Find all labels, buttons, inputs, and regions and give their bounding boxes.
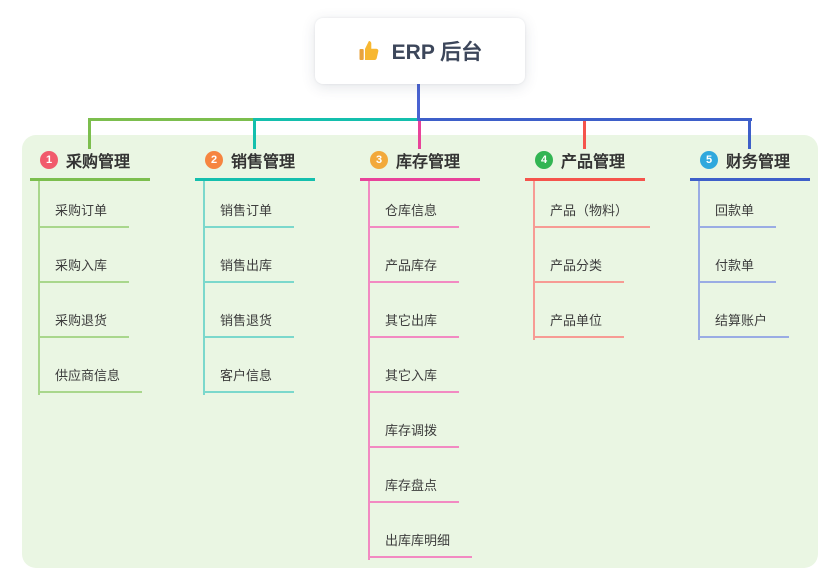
child-node[interactable]: 出库库明细 [368, 524, 473, 558]
child-node[interactable]: 采购入库 [38, 249, 130, 283]
branch-underline [360, 178, 480, 181]
thumbs-up-icon [358, 39, 382, 63]
branch-number-badge: 5 [700, 151, 718, 169]
child-node[interactable]: 库存调拨 [368, 414, 460, 448]
branch-underline [690, 178, 810, 181]
branch-number-badge: 2 [205, 151, 223, 169]
branch-label: 销售管理 [231, 154, 296, 171]
child-node[interactable]: 仓库信息 [368, 194, 460, 228]
branch-connector-horizontal [417, 118, 752, 121]
branch-connector-drop [583, 118, 586, 149]
child-node[interactable]: 付款单 [698, 249, 777, 283]
branch-number-badge: 4 [535, 151, 553, 169]
branch-label: 采购管理 [66, 154, 131, 171]
branch-topic[interactable]: 5 财务管理 [700, 146, 790, 174]
branch-connector-drop [748, 118, 751, 149]
child-node[interactable]: 产品分类 [533, 249, 625, 283]
child-node[interactable]: 采购退货 [38, 304, 130, 338]
child-node[interactable]: 销售退货 [203, 304, 295, 338]
root-label: ERP 后台 [391, 41, 483, 64]
branches-panel [22, 135, 818, 568]
branch-connector-drop [418, 118, 421, 149]
child-node[interactable]: 客户信息 [203, 359, 295, 393]
child-node[interactable]: 供应商信息 [38, 359, 143, 393]
child-node[interactable]: 采购订单 [38, 194, 130, 228]
branch-number-badge: 3 [370, 151, 388, 169]
child-node[interactable]: 产品（物料） [533, 194, 651, 228]
branch-connector-horizontal [254, 118, 420, 121]
branch-topic[interactable]: 2 销售管理 [205, 146, 295, 174]
branch-underline [195, 178, 315, 181]
branch-tree-line [368, 181, 370, 560]
branch-tree-line [698, 181, 700, 340]
root-connector [417, 84, 420, 121]
branch-tree-line [533, 181, 535, 340]
child-node[interactable]: 产品库存 [368, 249, 460, 283]
root-node[interactable]: ERP 后台 [315, 18, 525, 84]
branch-label: 库存管理 [396, 154, 461, 171]
branch-tree-line [38, 181, 40, 395]
branch-underline [30, 178, 150, 181]
branch-underline [525, 178, 645, 181]
branch-topic[interactable]: 3 库存管理 [370, 146, 460, 174]
branch-tree-line [203, 181, 205, 395]
branch-connector-drop [253, 118, 256, 149]
child-node[interactable]: 结算账户 [698, 304, 790, 338]
branch-topic[interactable]: 4 产品管理 [535, 146, 625, 174]
child-node[interactable]: 产品单位 [533, 304, 625, 338]
branch-topic[interactable]: 1 采购管理 [40, 146, 130, 174]
child-node[interactable]: 库存盘点 [368, 469, 460, 503]
branch-label: 产品管理 [561, 154, 626, 171]
child-node[interactable]: 回款单 [698, 194, 777, 228]
branch-connector-drop [88, 118, 91, 149]
branch-label: 财务管理 [726, 154, 791, 171]
child-node[interactable]: 其它入库 [368, 359, 460, 393]
child-node[interactable]: 销售出库 [203, 249, 295, 283]
child-node[interactable]: 其它出库 [368, 304, 460, 338]
child-node[interactable]: 销售订单 [203, 194, 295, 228]
branch-number-badge: 1 [40, 151, 58, 169]
